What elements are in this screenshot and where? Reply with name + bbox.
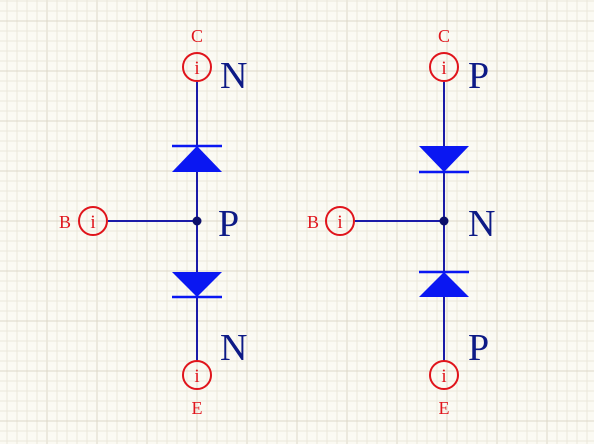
transistor-npn: i C N i B P i E N (59, 26, 247, 418)
lower-diode-symbol (419, 270, 469, 297)
base-pin-label: B (59, 212, 71, 232)
collector-pin[interactable]: i (182, 52, 212, 82)
base-pin-symbol: i (337, 212, 342, 233)
emitter-pin-icon[interactable] (429, 360, 459, 390)
base-region-label: P (218, 203, 239, 245)
collector-pin-symbol: i (441, 58, 446, 79)
emitter-pin[interactable]: i (182, 360, 212, 390)
collector-region-label: P (468, 55, 489, 97)
base-pin-label: B (307, 212, 319, 232)
upper-diode-symbol (172, 144, 222, 172)
collector-pin[interactable]: i (429, 52, 459, 82)
collector-pin-symbol: i (194, 58, 199, 79)
collector-pin-icon[interactable] (429, 52, 459, 82)
emitter-pin-symbol: i (441, 366, 446, 387)
base-pin[interactable]: i (78, 206, 108, 236)
lower-diode-symbol (172, 272, 222, 299)
emitter-pin-symbol: i (194, 366, 199, 387)
base-pin-icon[interactable] (78, 206, 108, 236)
base-pin[interactable]: i (325, 206, 355, 236)
junction-dot (439, 216, 449, 226)
emitter-pin-icon[interactable] (182, 360, 212, 390)
junction-dot (192, 216, 202, 226)
emitter-pin-label: E (439, 398, 450, 418)
base-pin-icon[interactable] (325, 206, 355, 236)
emitter-pin[interactable]: i (429, 360, 459, 390)
collector-pin-label: C (191, 26, 203, 46)
collector-pin-icon[interactable] (182, 52, 212, 82)
emitter-region-label: P (468, 327, 489, 369)
emitter-region-label: N (220, 327, 247, 369)
emitter-pin-label: E (192, 398, 203, 418)
base-region-label: N (468, 203, 495, 245)
collector-region-label: N (220, 55, 247, 97)
collector-pin-label: C (438, 26, 450, 46)
base-pin-symbol: i (90, 212, 95, 233)
transistor-pnp: i C P i B N i E P (307, 26, 495, 418)
upper-diode-symbol (419, 146, 469, 174)
